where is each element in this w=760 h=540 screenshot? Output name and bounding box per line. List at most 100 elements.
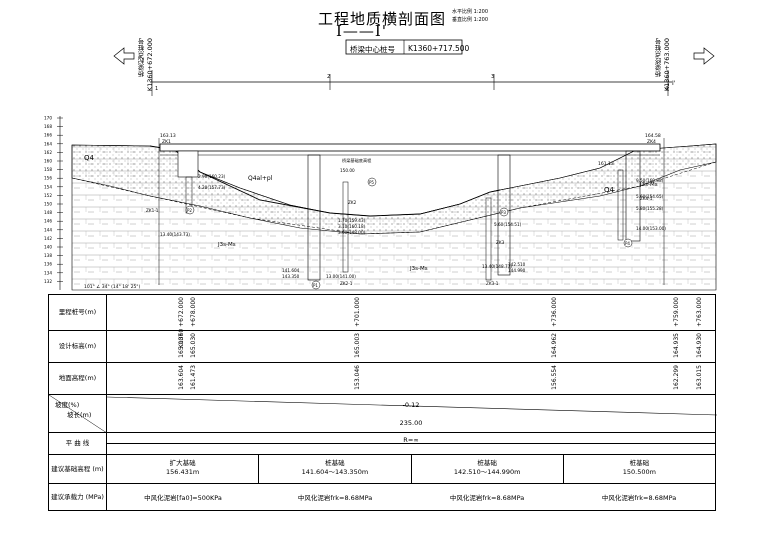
elevation-tick-label: 170 bbox=[44, 116, 52, 121]
plan-curve-values: R=∞ bbox=[106, 432, 716, 455]
annotation-144990: 144.990 bbox=[508, 268, 526, 273]
borehole-zk2 bbox=[342, 181, 349, 273]
foundation-marker-p2 bbox=[185, 205, 195, 215]
elevation-ticks: 1701681661641621601581561541521501481461… bbox=[44, 116, 63, 284]
foundation-label-p3: P3 bbox=[501, 210, 506, 215]
end-pile-value: K1360+763.000 bbox=[663, 38, 671, 92]
horizontal-scale: 水平比例 1:200 bbox=[452, 9, 488, 15]
foundation-marker-p3 bbox=[499, 207, 509, 217]
elevation-tick-label: 168 bbox=[44, 124, 52, 129]
pier-p3 bbox=[497, 154, 511, 276]
surface-label-1: 163.13 bbox=[160, 133, 176, 139]
foundation-label-p5: P5 bbox=[369, 180, 374, 185]
slope-value: -0.12 bbox=[402, 401, 420, 409]
right-arrow-icon bbox=[693, 47, 715, 65]
annotation-zk3-1: ZK3-1 bbox=[486, 281, 499, 286]
elevation-tick-label: 158 bbox=[44, 167, 52, 172]
foundation-value: 150.500m bbox=[622, 468, 656, 476]
ground-elevation-value: 163.604 bbox=[178, 365, 185, 390]
foundation-marker-p1 bbox=[311, 280, 321, 290]
depth-label-3: 1.70(159.43) bbox=[338, 218, 366, 223]
annotation-zk4-1: ZK4-1 bbox=[640, 196, 653, 201]
foundation-type: 桩基础 bbox=[325, 459, 345, 467]
elevation-tick-label: 150 bbox=[44, 202, 52, 207]
bearing-value: 中风化泥岩frk=8.68MPa bbox=[601, 494, 677, 502]
surface-label-5: 161.13 bbox=[598, 161, 614, 167]
foundation-type: 桩基础 bbox=[629, 459, 650, 467]
layer-q4-right: Q4 bbox=[604, 186, 615, 194]
elevation-tick-label: 140 bbox=[44, 245, 52, 250]
elevation-tick-label: 154 bbox=[44, 184, 52, 189]
foundation-marker-p5 bbox=[367, 177, 377, 187]
bearing-values: 中风化泥岩[fa0]=500KPa 中风化泥岩frk=8.68MPa 中风化泥岩… bbox=[106, 483, 716, 511]
row-label-plan-curve: 平 曲 线 bbox=[48, 432, 107, 455]
ground-elevation-value: 162.299 bbox=[673, 365, 680, 390]
foundation-type: 桩基础 bbox=[477, 459, 497, 467]
elevation-tick-label: 146 bbox=[44, 219, 52, 224]
bearing-value: 中风化泥岩frk=8.68MPa bbox=[449, 494, 525, 502]
center-pile-label: 桥梁中心桩号 bbox=[350, 45, 395, 54]
chainage-value: +678.000 bbox=[190, 297, 197, 327]
table-row-ground-elevation: 地面高程(m) 163.604 161.473 153.046 156.554 … bbox=[48, 362, 716, 395]
elevation-tick-label: 148 bbox=[44, 210, 52, 215]
scale-notes: 水平比例 1:200 垂直比例 1:200 bbox=[452, 8, 488, 24]
depth-label-13: 14.00(153.00) bbox=[636, 226, 666, 231]
foundation-label-p1: P1 bbox=[313, 283, 318, 288]
annotation-142510: 142.510 bbox=[508, 262, 526, 267]
table-row-chainage: 里程桩号(m) K1360 +672.000 +678.000 +701.000… bbox=[48, 294, 716, 348]
depth-label-5: 3.60(148.00) bbox=[338, 230, 366, 235]
slope-length-value: 235.00 bbox=[399, 419, 423, 427]
bearing-value: 中风化泥岩frk=8.68MPa bbox=[297, 494, 373, 502]
depth-label-11: 13.40(148.73) bbox=[482, 264, 512, 269]
design-elevation-value: 164.962 bbox=[551, 333, 558, 358]
foundation-type: 扩大基础 bbox=[169, 459, 196, 467]
annotation-zk2-1: ZK2-1 bbox=[340, 281, 353, 286]
vertical-scale: 垂直比例 1:200 bbox=[452, 17, 488, 23]
foundation-value: 142.510～144.990m bbox=[453, 468, 521, 476]
design-elevation-value: 164.935 bbox=[673, 333, 680, 358]
layer-mudstone-3: J3s-Ms bbox=[639, 182, 658, 188]
depth-label-1: 2.90(160.23) bbox=[198, 174, 226, 179]
slope-label: 坡度(%) bbox=[55, 401, 80, 409]
elevation-tick-label: 160 bbox=[44, 159, 52, 164]
annotation-141604: 141.604 bbox=[282, 268, 300, 273]
surface-label-3: 164.58 bbox=[645, 133, 661, 139]
elevation-tick-label: 152 bbox=[44, 193, 52, 198]
slope-values: -0.12 235.00 bbox=[106, 394, 717, 433]
chainage-value: +759.000 bbox=[673, 297, 680, 327]
depth-label-12: 13.00(141.00) bbox=[326, 274, 356, 279]
layer-boundary bbox=[71, 161, 717, 235]
elevation-tick-label: 132 bbox=[44, 279, 52, 284]
layer-q4-alluvial: Q4al+pl bbox=[248, 175, 273, 182]
design-elevation-value: 165.003 bbox=[354, 333, 361, 358]
slope-length-label: 坡长(m) bbox=[67, 411, 92, 419]
surface-label-2: ZK1 bbox=[162, 139, 171, 145]
depth-label-2: 4.20(157.73) bbox=[198, 185, 226, 190]
layer-mudstone-1: J3s-Ms bbox=[217, 242, 236, 248]
ground-elevation-value: 163.015 bbox=[696, 365, 703, 390]
row-label-ground-elevation: 地面高程(m) bbox=[48, 362, 107, 395]
section-label: I——I' bbox=[336, 22, 387, 40]
annotation-zk3: ZK3 bbox=[496, 240, 505, 245]
drawing-title: 工程地质横剖面图 bbox=[318, 10, 447, 28]
row-label-foundation: 建议基础高程 (m) bbox=[48, 454, 107, 484]
borehole-3-tag: 3 bbox=[491, 74, 494, 80]
surface-label-4: ZK4 bbox=[647, 139, 656, 145]
chainage-values: K1360 +672.000 +678.000 +701.000 +736.00… bbox=[106, 294, 716, 348]
row-label-design-elevation: 设计标高(m) bbox=[48, 330, 107, 363]
chainage-value: +763.000 bbox=[696, 297, 703, 327]
design-elevation-value: 164.930 bbox=[696, 333, 703, 358]
left-arrow-icon bbox=[113, 47, 135, 65]
depth-label-8: 5.60(154.65) bbox=[636, 194, 664, 199]
geological-section: 1 2 3 4 I' 17016816616416216015815615415… bbox=[44, 39, 717, 291]
row-label-chainage: 里程桩号(m) bbox=[48, 294, 107, 331]
ground-elevation-value: 156.554 bbox=[551, 365, 558, 390]
elevation-tick-label: 136 bbox=[44, 262, 52, 267]
ground-elevation-value: 153.046 bbox=[354, 365, 361, 390]
depth-label-6: 9.50(160.38) bbox=[636, 178, 664, 183]
